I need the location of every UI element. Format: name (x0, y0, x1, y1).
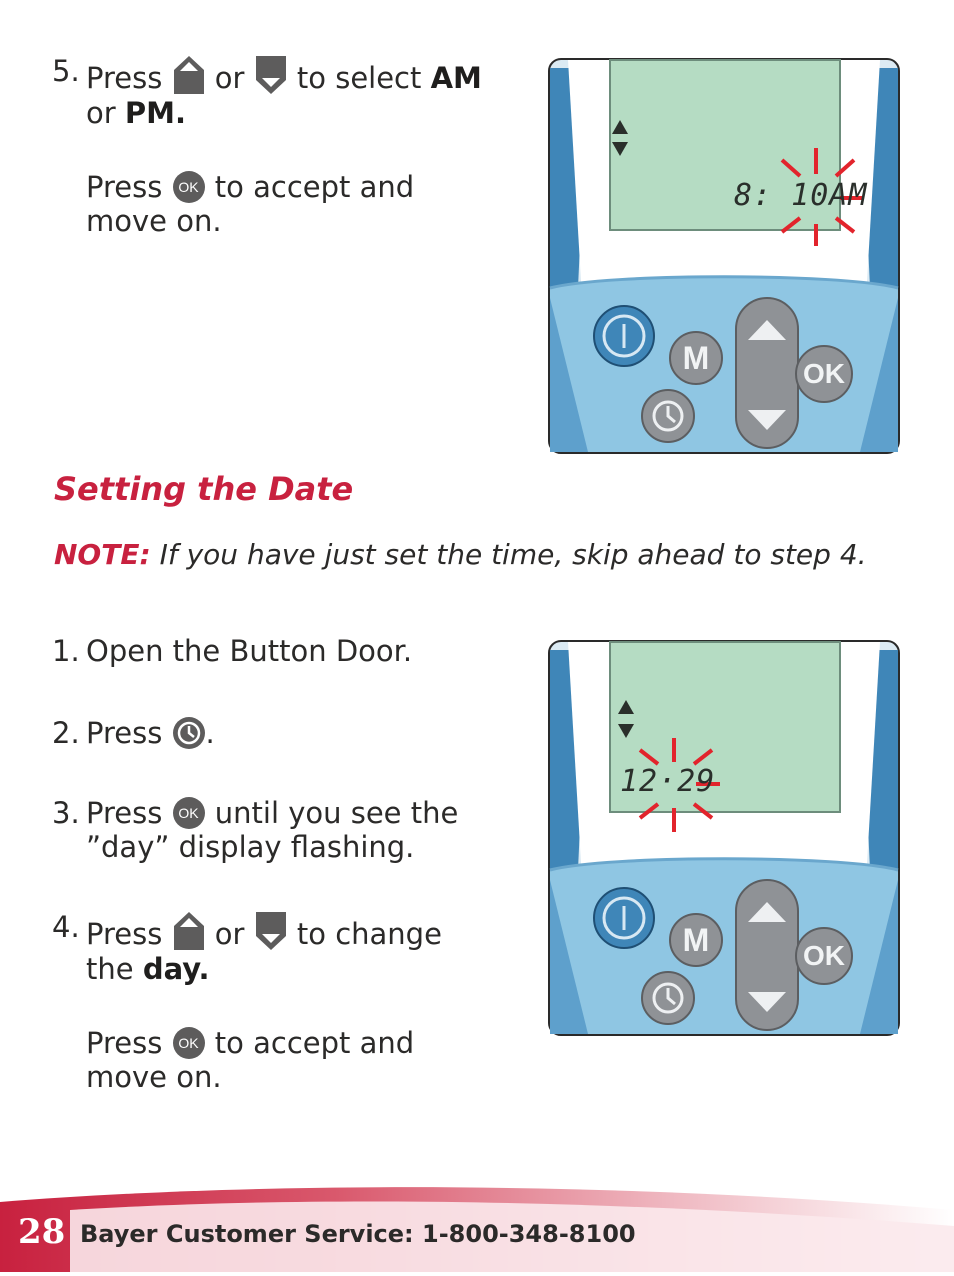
step-text: to select (296, 61, 422, 95)
step-text: Press (86, 796, 163, 830)
note-text: If you have just set the time, skip ahea… (159, 538, 867, 571)
ok-button-icon: OK (172, 170, 206, 204)
step-number: 4. (52, 910, 80, 944)
m-button: M (682, 340, 710, 376)
step-4: 4. Press or to change the day. (52, 910, 442, 986)
ok-button-icon: OK (172, 1026, 206, 1060)
step-text: ”day” display flashing. (86, 830, 415, 864)
step-number: 1. (52, 634, 80, 668)
step-text: Press (86, 170, 163, 204)
step-text: move on. (86, 204, 222, 238)
step-text: until you see the (214, 796, 459, 830)
lcd-date-display: 12·29 (620, 764, 716, 799)
step-text: or (214, 917, 245, 951)
section-heading: Setting the Date (54, 470, 354, 508)
step-number: 2. (52, 716, 80, 750)
step-text: to accept and (214, 170, 415, 204)
note: NOTE: If you have just set the time, ski… (54, 538, 867, 571)
meter-illustration-1: 8: 10AM M OK (548, 58, 900, 454)
day-label: day. (142, 952, 210, 986)
step-text: or (214, 61, 245, 95)
ok-button: OK (803, 358, 845, 389)
down-arrow-icon (254, 54, 288, 96)
lcd-time-display: 8: 10AM (734, 178, 868, 213)
page-number: 28 (18, 1212, 66, 1252)
step-text: Press (86, 1026, 163, 1060)
step-text: to accept and (214, 1026, 415, 1060)
ok-button: OK (803, 940, 845, 971)
step-text: Press (86, 61, 163, 95)
step-text: Press (86, 716, 163, 750)
step-text: Open the Button Door. (86, 634, 413, 668)
step-text: move on. (86, 1060, 222, 1094)
m-button: M (682, 922, 710, 958)
step-number: 5. (52, 54, 80, 88)
note-label: NOTE: (54, 538, 151, 571)
step-text: or (86, 96, 116, 130)
up-arrow-icon (172, 910, 206, 952)
step-text: . (205, 716, 215, 750)
down-arrow-icon (254, 910, 288, 952)
pm-label: PM. (124, 96, 187, 130)
footer-swoosh (0, 1180, 954, 1272)
accept-instruction-2: Press OK to accept and move on. (52, 1026, 414, 1094)
ok-button-icon: OK (172, 796, 206, 830)
accept-instruction-1: Press OK to accept and move on. (52, 170, 414, 238)
am-label: AM (430, 61, 482, 95)
step-text: the (86, 952, 134, 986)
step-5: 5. Press or to select AM or PM. (52, 54, 482, 130)
clock-icon (172, 716, 206, 750)
step-3: 3. Press OK until you see the ”day” disp… (52, 796, 458, 864)
step-number: 3. (52, 796, 80, 830)
meter-illustration-2: 12·29 M OK (548, 640, 900, 1036)
up-arrow-icon (172, 54, 206, 96)
customer-service-line: Bayer Customer Service: 1-800-348-8100 (80, 1220, 636, 1248)
step-2: 2. Press . (52, 716, 215, 750)
step-text: to change (296, 917, 442, 951)
step-1: 1. Open the Button Door. (52, 634, 412, 668)
step-text: Press (86, 917, 163, 951)
